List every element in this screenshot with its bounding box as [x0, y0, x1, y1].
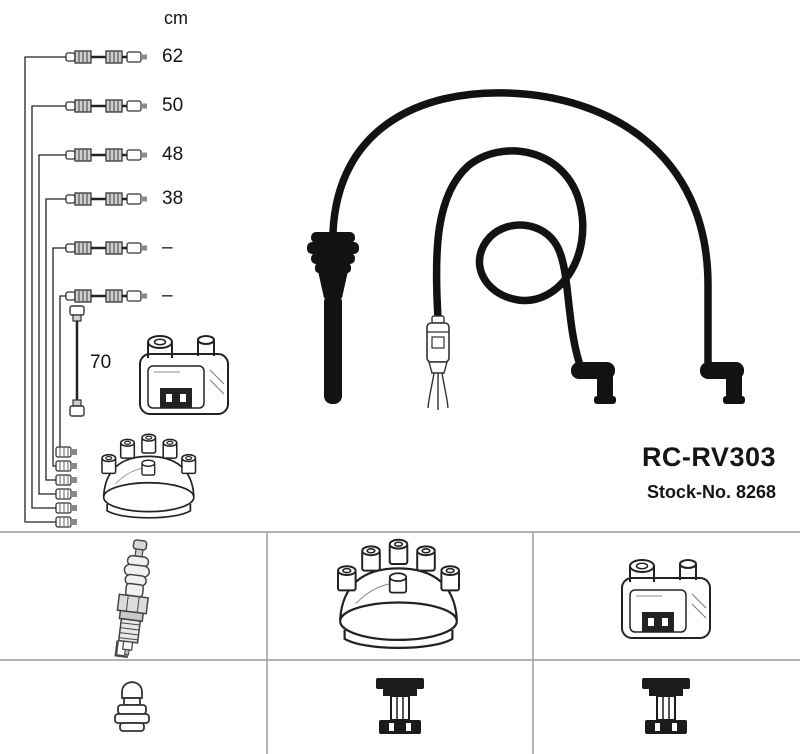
cable-end-icon: [55, 460, 78, 472]
unit-header: cm: [164, 8, 188, 28]
terminal-connector-icon: [641, 677, 691, 735]
measurement-brackets: [24, 56, 66, 523]
ignition-cable-icons: [64, 49, 149, 304]
spark-plug-icon: [110, 537, 157, 660]
distributor-cap-icon: [336, 538, 461, 649]
cable-end-icon: [55, 474, 78, 486]
cable-end-icon: [55, 502, 78, 514]
wire-set-drawing: [307, 89, 745, 410]
stock-number: Stock-No. 8268: [646, 482, 776, 502]
coil-wire-length-label: 70: [90, 352, 112, 373]
plug-boot-icon: [114, 680, 150, 732]
cable-length-label: 38: [162, 188, 184, 209]
distributor-end-connectors: [55, 446, 78, 528]
cable-length-label: –: [162, 285, 173, 306]
terminal-connector-icon: [375, 677, 425, 735]
cable-length-label: –: [162, 237, 173, 258]
long-cable: [329, 89, 712, 366]
reference-grid-lines: [0, 531, 800, 754]
cable-length-label: 48: [162, 144, 184, 165]
cable-end-icon: [55, 488, 78, 500]
right-angle-boot-icon: [700, 362, 745, 404]
coil-boot-icon: [307, 232, 359, 404]
straight-connector-icon: [426, 315, 450, 410]
product-code: RC-RV303: [641, 442, 776, 472]
product-info: RC-RV303 Stock-No. 8268: [642, 442, 776, 503]
cable-end-icon: [55, 516, 78, 528]
ignition-cable-icon: [64, 98, 149, 114]
coil-wire-icon: [69, 305, 85, 417]
ignition-cable-icon: [64, 147, 149, 163]
ignition-coil-icon: [621, 559, 711, 639]
ignition-cable-icon: [64, 240, 149, 256]
cable-length-label: 62: [162, 46, 184, 67]
ignition-cable-icon: [64, 288, 149, 304]
ignition-cable-icon: [64, 191, 149, 207]
distributor-cap-drawing: [101, 433, 197, 519]
ignition-coil-drawing: [139, 335, 229, 415]
cable-length-label: 50: [162, 95, 184, 116]
cable-end-icon: [55, 446, 78, 458]
right-angle-boot-icon: [571, 362, 616, 404]
looped-cable: [432, 147, 587, 366]
ignition-cable-icon: [64, 49, 149, 65]
